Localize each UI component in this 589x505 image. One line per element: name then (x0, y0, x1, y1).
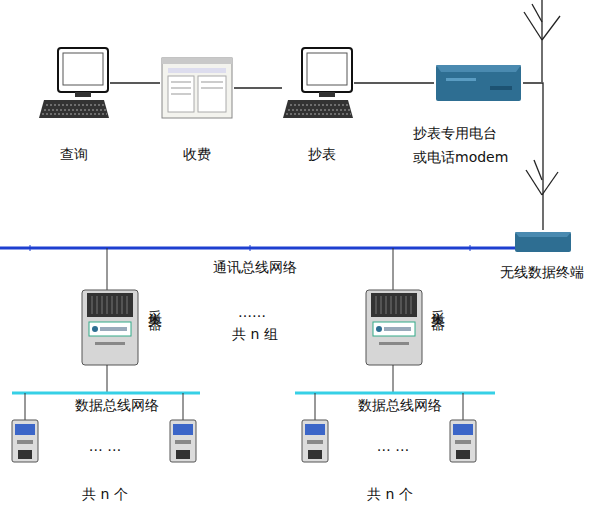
antenna (524, 0, 560, 195)
annotation-label: … … (78, 437, 132, 455)
computer-icon (283, 48, 353, 118)
node-label: 采集器 (146, 298, 164, 310)
modem-node: 抄表专用电台 或电话modem (434, 63, 523, 103)
electric-meter (170, 420, 196, 462)
node-label: 无线数据终端 (496, 260, 588, 284)
electric-meter (302, 420, 328, 462)
computer-node: 抄表 (282, 46, 354, 120)
wireless-terminal (515, 232, 571, 252)
data-bus (12, 393, 495, 420)
computer-node: 查询 (38, 46, 110, 120)
node-label: 查询 (50, 142, 98, 166)
annotation-label: 共 n 个 (75, 485, 135, 503)
electric-meter (450, 420, 476, 462)
electric-meter (12, 420, 38, 462)
annotation-label: … … (366, 437, 420, 455)
connector-line (354, 83, 434, 84)
annotation-label: 数据总线网络 (345, 396, 455, 414)
radio-modem (436, 65, 521, 101)
computer-icon (39, 48, 109, 118)
node-label: 抄表 (298, 142, 346, 166)
communication-bus (0, 245, 515, 290)
annotation-label: 通讯总线网络 (200, 258, 310, 276)
annotation-label: 数据总线网络 (62, 396, 172, 414)
node-label: 收费 (177, 142, 217, 166)
software-node: 收费 (160, 56, 234, 120)
collector-node: 采集器 (363, 288, 423, 367)
software-window (162, 58, 232, 118)
connector-line (234, 88, 282, 89)
connector-line (110, 83, 160, 84)
terminal-node: 无线数据终端 (513, 230, 573, 254)
connector-line (523, 83, 543, 230)
collector-device (366, 290, 422, 393)
annotation-label: …… (228, 303, 276, 321)
collector-device (82, 290, 138, 393)
annotation-label: 共 n 组 (222, 325, 288, 343)
annotation-label: 共 n 个 (360, 485, 420, 503)
node-label: 抄表专用电台 或电话modem (413, 121, 509, 169)
node-label: 采集器 (429, 298, 447, 310)
collector-node: 采集器 (80, 288, 140, 367)
